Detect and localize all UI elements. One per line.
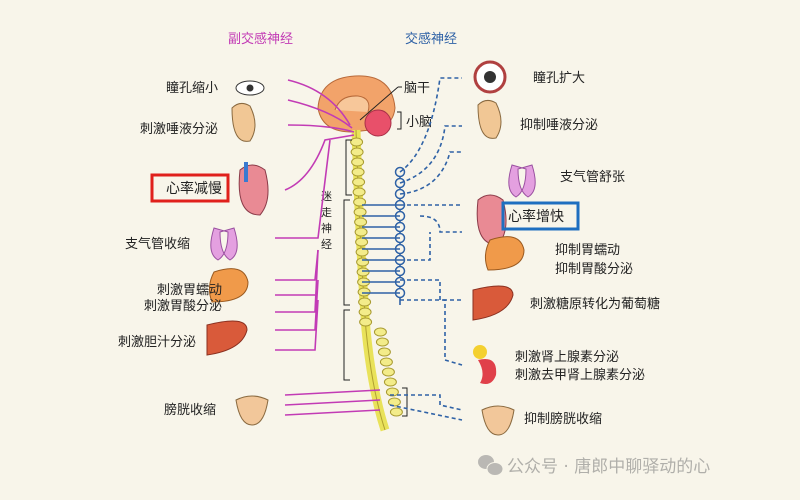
vertebra xyxy=(355,247,369,257)
effect-stomach-motility: 刺激胃蠕动 xyxy=(157,283,222,298)
effect-bile: 刺激胆汁分泌 xyxy=(118,335,196,350)
stomach-icon xyxy=(208,268,249,303)
effect-inhibit-gastric-acid: 抑制胃酸分泌 xyxy=(555,262,633,277)
vagus-label-2: 走 xyxy=(321,206,332,219)
sympathetic-nerve xyxy=(400,299,463,366)
heart-icon xyxy=(238,164,269,216)
effect-salivation: 刺激唾液分泌 xyxy=(140,122,218,137)
sympathetic-nerve xyxy=(399,125,462,184)
head-salivary-icon xyxy=(477,99,502,139)
vertebra xyxy=(350,147,364,157)
vertebra xyxy=(377,347,391,357)
bladder-icon xyxy=(235,395,269,426)
sympathetic-nerve xyxy=(399,77,462,173)
parasympathetic-nerves xyxy=(275,79,381,416)
lungs-icon xyxy=(508,164,536,198)
effect-inhibit-salivation: 抑制唾液分泌 xyxy=(520,118,598,133)
vertebra xyxy=(351,167,365,177)
adrenal-icon xyxy=(473,345,487,359)
highlight-box-right xyxy=(501,201,580,231)
stomach-icon xyxy=(484,236,525,271)
effect-glycogenolysis: 刺激糖原转化为葡萄糖 xyxy=(530,296,660,312)
vertebra xyxy=(354,227,368,237)
effect-inhibit-stomach-motility: 抑制胃蠕动 xyxy=(555,243,620,258)
vertebra xyxy=(375,337,389,347)
vertebra xyxy=(379,357,393,367)
effect-heart-fast: 心率增快 xyxy=(508,208,564,225)
effect-pupil-dilate: 瞳孔扩大 xyxy=(533,71,585,86)
sympathetic-nerve xyxy=(389,404,463,421)
brainstem-label: 脑干 xyxy=(404,81,430,96)
effect-bladder-contract: 膀胱收缩 xyxy=(164,402,216,418)
sympathetic-nerve xyxy=(400,279,462,301)
effect-heart-slow: 心率减慢 xyxy=(166,180,222,197)
vertebra xyxy=(353,207,367,217)
vertebra xyxy=(381,367,395,377)
vertebra xyxy=(357,287,371,297)
brainstem-pointer xyxy=(359,86,399,121)
vertebra xyxy=(351,157,365,167)
vertebra xyxy=(352,187,366,197)
effect-bronchoconstrict: 支气管收缩 xyxy=(125,236,190,252)
highlight-box-left xyxy=(150,173,230,203)
sympathetic-header: 交感神经 xyxy=(405,31,457,47)
vertebra xyxy=(359,317,373,327)
liver-icon xyxy=(472,285,514,321)
vertebra xyxy=(352,177,366,187)
effect-gastric-acid: 刺激胃酸分泌 xyxy=(144,299,222,314)
liver-icon xyxy=(206,320,248,356)
vagus-label-3: 神 xyxy=(321,221,332,235)
effect-adrenaline: 刺激肾上腺素分泌 xyxy=(515,350,619,365)
watermark-text: 公众号 · 唐郎中聊驿动的心 xyxy=(507,456,710,477)
sympathetic-nerve xyxy=(400,232,431,261)
heart-icon xyxy=(476,194,507,246)
lungs-icon xyxy=(210,227,238,261)
wechat-icon xyxy=(478,455,504,476)
vertebra xyxy=(387,397,401,407)
vagus-label-1: 迷 xyxy=(321,190,332,203)
effect-noradrenaline: 刺激去甲肾上腺素分泌 xyxy=(515,368,645,383)
vertebra xyxy=(383,377,397,387)
sympathetic-chain xyxy=(362,77,463,421)
left-organs xyxy=(206,80,269,426)
vagus-label-4: 经 xyxy=(321,238,332,251)
effect-inhibit-bladder: 抑制膀胱收缩 xyxy=(524,411,602,427)
vertebra xyxy=(354,217,368,227)
effect-bronchodilate: 支气管舒张 xyxy=(560,169,625,185)
vertebra xyxy=(353,197,367,207)
vertebra xyxy=(385,387,399,397)
kidney-icon xyxy=(478,359,497,384)
vertebra xyxy=(358,297,372,307)
vertebra xyxy=(350,137,364,147)
parasympathetic-header: 副交感神经 xyxy=(228,31,293,47)
vertebra xyxy=(356,267,370,277)
effect-pupil-constrict: 瞳孔缩小 xyxy=(166,80,218,96)
watermark: 公众号 · 唐郎中聊驿动的心 xyxy=(478,455,710,477)
vertebra xyxy=(373,327,387,337)
sympathetic-nerve xyxy=(390,394,463,411)
sympathetic-nerve xyxy=(419,215,462,233)
spinal-cord xyxy=(350,129,403,432)
vertebra xyxy=(389,407,403,417)
sympathetic-nerve xyxy=(399,151,462,195)
vertebra xyxy=(355,237,369,247)
head-salivary-icon xyxy=(231,102,256,142)
bladder-icon xyxy=(481,405,515,436)
vertebra xyxy=(358,307,372,317)
right-organs xyxy=(472,60,536,436)
cerebellum-label: 小脑 xyxy=(406,115,432,130)
